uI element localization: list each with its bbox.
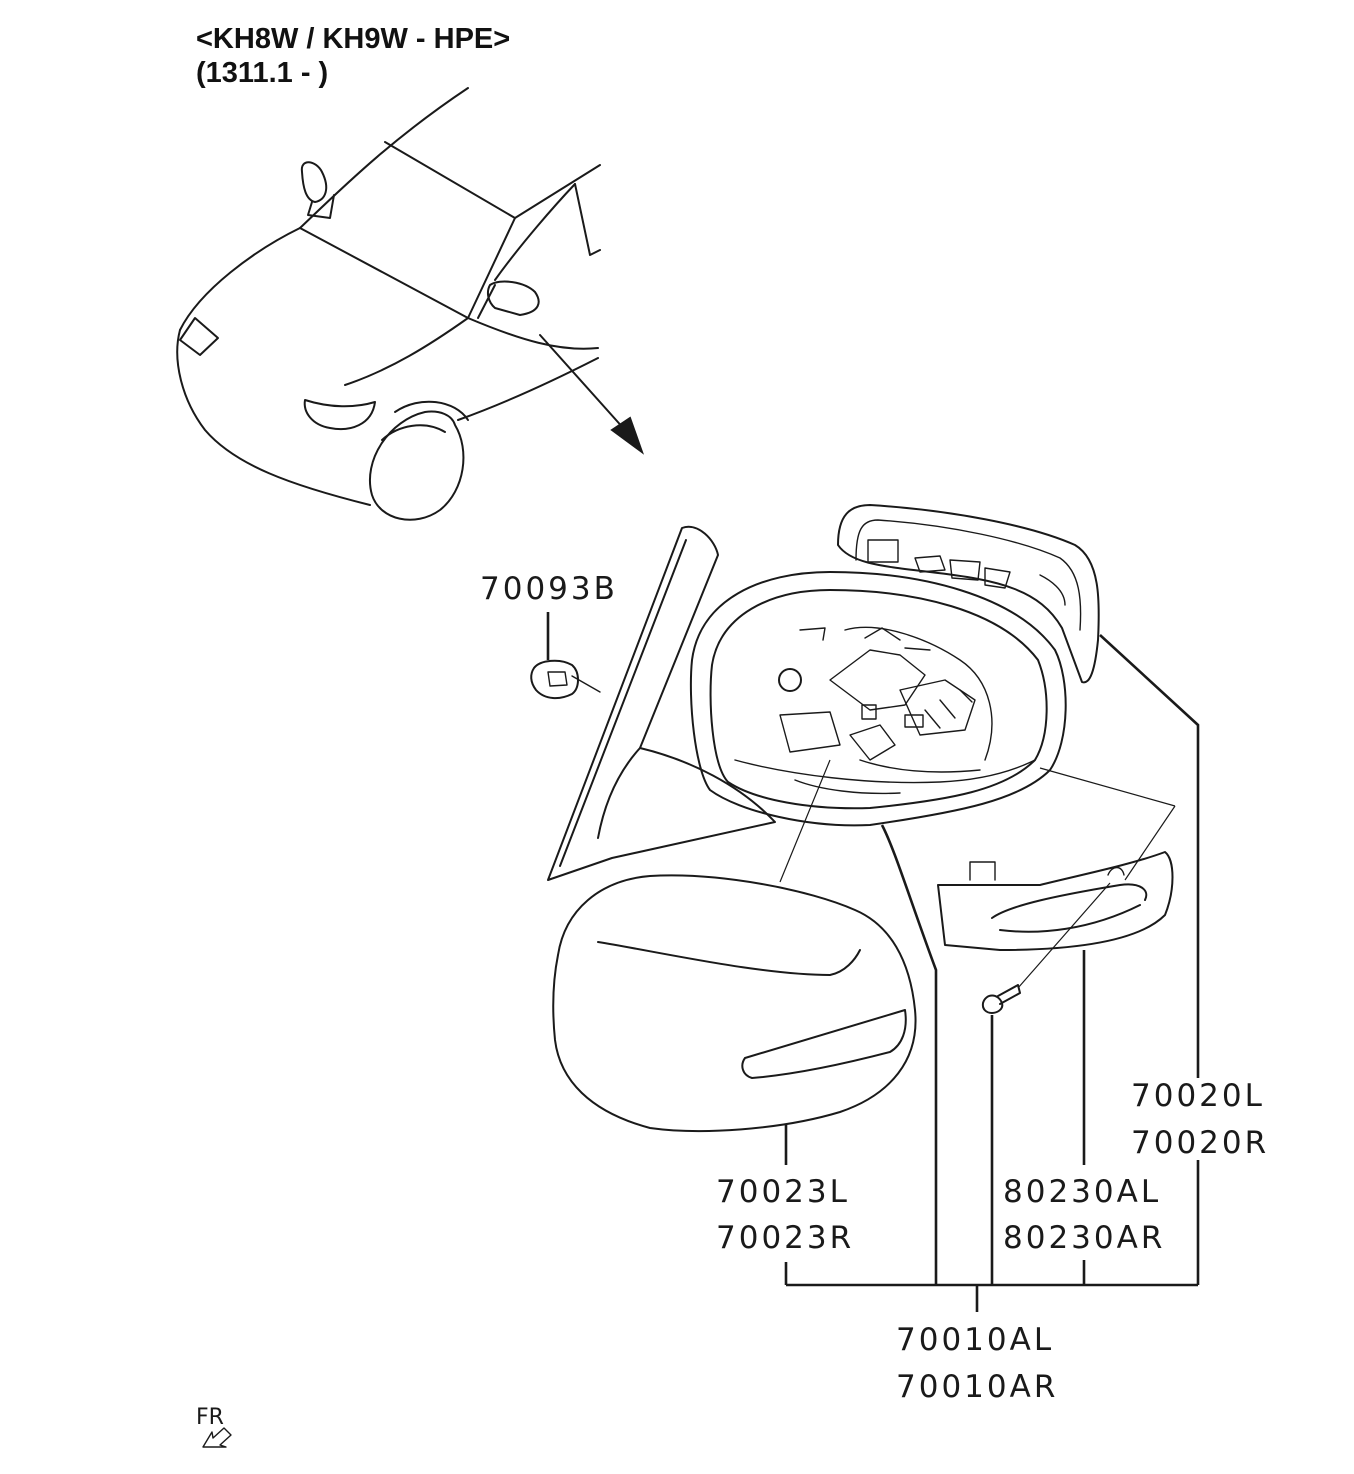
part-label-assy-right: 70010AR bbox=[896, 1369, 1058, 1405]
mirror-housing bbox=[689, 571, 1067, 827]
part-label-lamp-right: 80230AR bbox=[1003, 1220, 1165, 1256]
vehicle-illustration bbox=[176, 87, 601, 521]
part-label-lamp-left: 80230AL bbox=[1003, 1174, 1161, 1210]
leader-lines bbox=[546, 612, 1200, 1312]
part-label-clip: 70093B bbox=[480, 571, 618, 607]
turn-signal-lamp bbox=[937, 851, 1174, 951]
mirror-base bbox=[547, 525, 776, 881]
part-label-cover-right: 70023R bbox=[716, 1220, 854, 1256]
screw-icon bbox=[981, 882, 1111, 1014]
front-direction-label: FR bbox=[196, 1405, 224, 1430]
part-label-mirror-left: 70020L bbox=[1131, 1078, 1265, 1114]
mirror-glass bbox=[837, 504, 1100, 684]
detail-arrow-icon bbox=[539, 334, 645, 455]
front-direction-arrow-icon bbox=[202, 1427, 232, 1448]
part-label-assy-left: 70010AL bbox=[896, 1322, 1054, 1358]
part-label-cover-left: 70023L bbox=[716, 1174, 850, 1210]
production-date-range: (1311.1 - ) bbox=[196, 57, 328, 89]
clip-fastener-icon bbox=[530, 659, 601, 700]
part-label-mirror-right: 70020R bbox=[1131, 1125, 1269, 1161]
model-code-heading: <KH8W / KH9W - HPE> bbox=[196, 23, 510, 55]
mirror-cover bbox=[552, 874, 917, 1133]
